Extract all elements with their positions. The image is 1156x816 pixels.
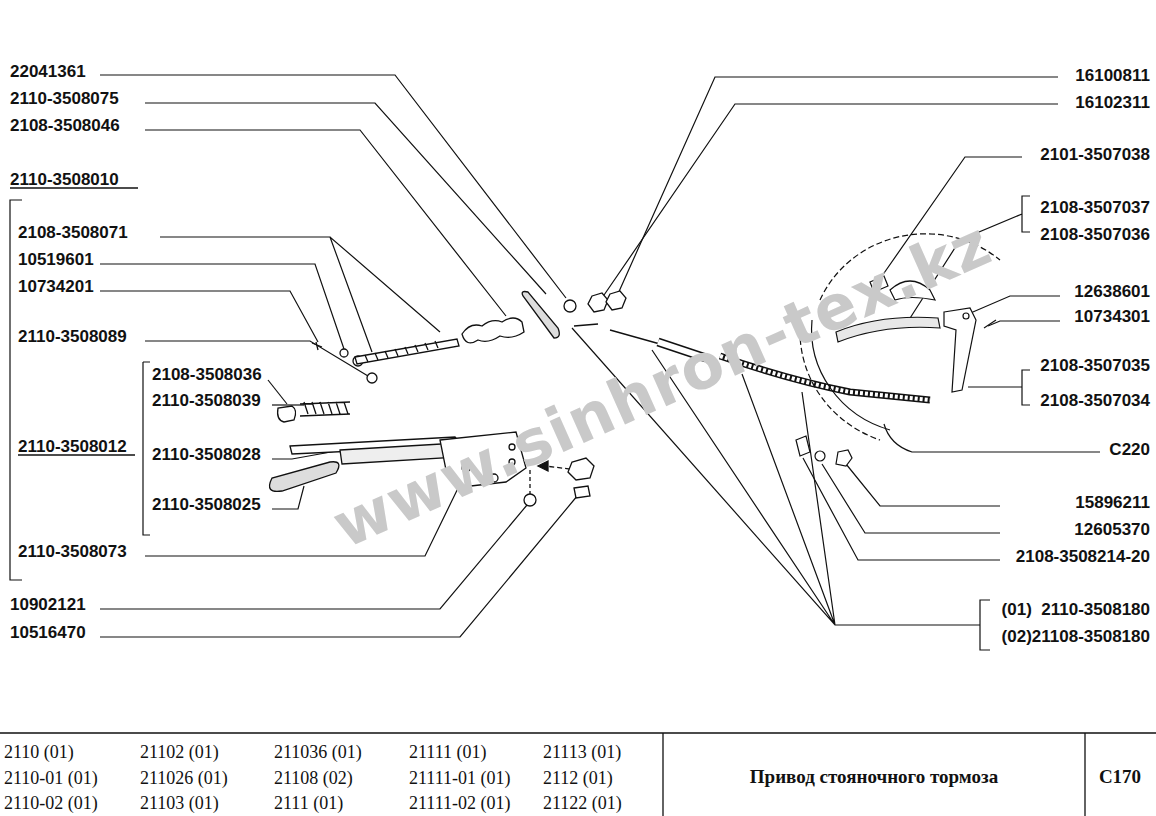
leader-line (145, 103, 546, 294)
lever-assembly (340, 349, 348, 357)
part-number: 16100811 (1075, 67, 1150, 84)
part-number: 2108-3508214-20 (1016, 548, 1150, 565)
model-cell: 2110-02 (01) (4, 794, 98, 812)
part-number: 2110-3508039 (152, 392, 261, 409)
leader-line (803, 458, 1000, 560)
model-cell: 211036 (01) (274, 743, 362, 761)
lever-assembly (355, 339, 459, 364)
part-number: 10734301 (1074, 308, 1150, 325)
leader-line (160, 237, 440, 352)
part-number: (02)21108-3508180 (1002, 628, 1150, 645)
part-number: 2110-3508028 (152, 446, 261, 463)
cross-reference: C220 (1109, 441, 1150, 458)
leader-line (10, 75, 1100, 650)
lever-assembly (312, 342, 322, 350)
model-cell: 211026 (01) (140, 769, 228, 787)
model-cell: 21111-01 (01) (409, 769, 510, 787)
leader-line (143, 362, 150, 535)
leader-line (988, 321, 1060, 326)
part-number: 2108-3507034 (1040, 392, 1150, 409)
brake-drum (815, 451, 825, 461)
model-cell: 21122 (01) (543, 794, 622, 812)
part-number: 10519601 (18, 251, 94, 268)
lever-assembly (270, 462, 339, 492)
part-number: 12638601 (1074, 283, 1150, 300)
cable (610, 330, 660, 344)
model-cell: 2110-01 (01) (4, 769, 98, 787)
lever-assembly (524, 494, 536, 506)
lever-assembly (522, 292, 559, 339)
part-number: 2110-3508089 (18, 328, 127, 345)
part-number: 2110-3508025 (152, 496, 261, 513)
lever-assembly (564, 300, 576, 312)
brake-drum (984, 320, 996, 328)
lever-assembly (574, 486, 590, 498)
part-number: 2101-3507038 (1040, 146, 1150, 163)
lever-assembly (606, 291, 626, 310)
part-number: (01) 2110-3508180 (1002, 601, 1150, 618)
lever-assembly (462, 318, 524, 343)
part-number: 10516470 (10, 624, 86, 641)
model-cell: 21108 (02) (274, 769, 353, 787)
part-number: 16102311 (1075, 94, 1150, 111)
model-cell: 21111-02 (01) (409, 794, 510, 812)
leader-line (822, 464, 1000, 533)
leader-line (100, 264, 344, 349)
underline (0, 733, 1156, 816)
part-number: 10902121 (10, 596, 86, 613)
lever-assembly (367, 373, 377, 383)
leader-line (268, 380, 287, 404)
part-number: 2110-3508075 (10, 90, 119, 107)
part-number: 2108-3508036 (152, 366, 262, 383)
leader-line (100, 505, 527, 609)
lever-assembly (300, 402, 350, 416)
model-cell: 2111 (01) (274, 794, 343, 812)
lever-assembly (568, 458, 594, 480)
part-number: 2110-3508073 (18, 543, 127, 560)
lever-assembly (278, 406, 296, 422)
part-number: 10734201 (18, 278, 94, 295)
model-cell: 21102 (01) (140, 743, 219, 761)
leader-line (272, 404, 304, 405)
part-number: 2108-3507037 (1040, 199, 1150, 216)
part-number: 2108-3507035 (1040, 357, 1150, 374)
brake-drum (836, 450, 852, 466)
brake-drum (963, 313, 969, 319)
lever-assembly (365, 341, 438, 362)
title: Привод стояночного тормоза (750, 767, 998, 786)
part-number: 22041361 (10, 63, 86, 80)
page-code: C170 (1099, 768, 1141, 786)
group-number: 2110-3508010 (10, 171, 119, 188)
leader-line (100, 291, 318, 342)
model-cell: 21111 (01) (409, 743, 486, 761)
lever-assembly (574, 324, 598, 326)
model-cell: 2112 (01) (543, 769, 613, 787)
leader-line (968, 370, 1030, 405)
part-number: 15896211 (1075, 494, 1150, 511)
model-cell: 2110 (01) (4, 743, 74, 761)
model-cell: 21103 (01) (140, 794, 219, 812)
part-number: 2108-3508071 (18, 224, 128, 241)
part-number: 2108-3508046 (10, 117, 120, 134)
brake-drum (944, 308, 976, 392)
part-number: 2108-3507036 (1040, 226, 1150, 243)
model-cell: 21113 (01) (543, 743, 621, 761)
leader-line (145, 130, 506, 316)
lever-assembly (588, 293, 608, 312)
leader-line (846, 464, 1000, 506)
part-number: 12605370 (1074, 521, 1150, 538)
underline (0, 188, 1156, 816)
brake-drum (796, 436, 810, 456)
leader-line (884, 424, 1100, 452)
group-number: 2110-3508012 (18, 438, 127, 455)
